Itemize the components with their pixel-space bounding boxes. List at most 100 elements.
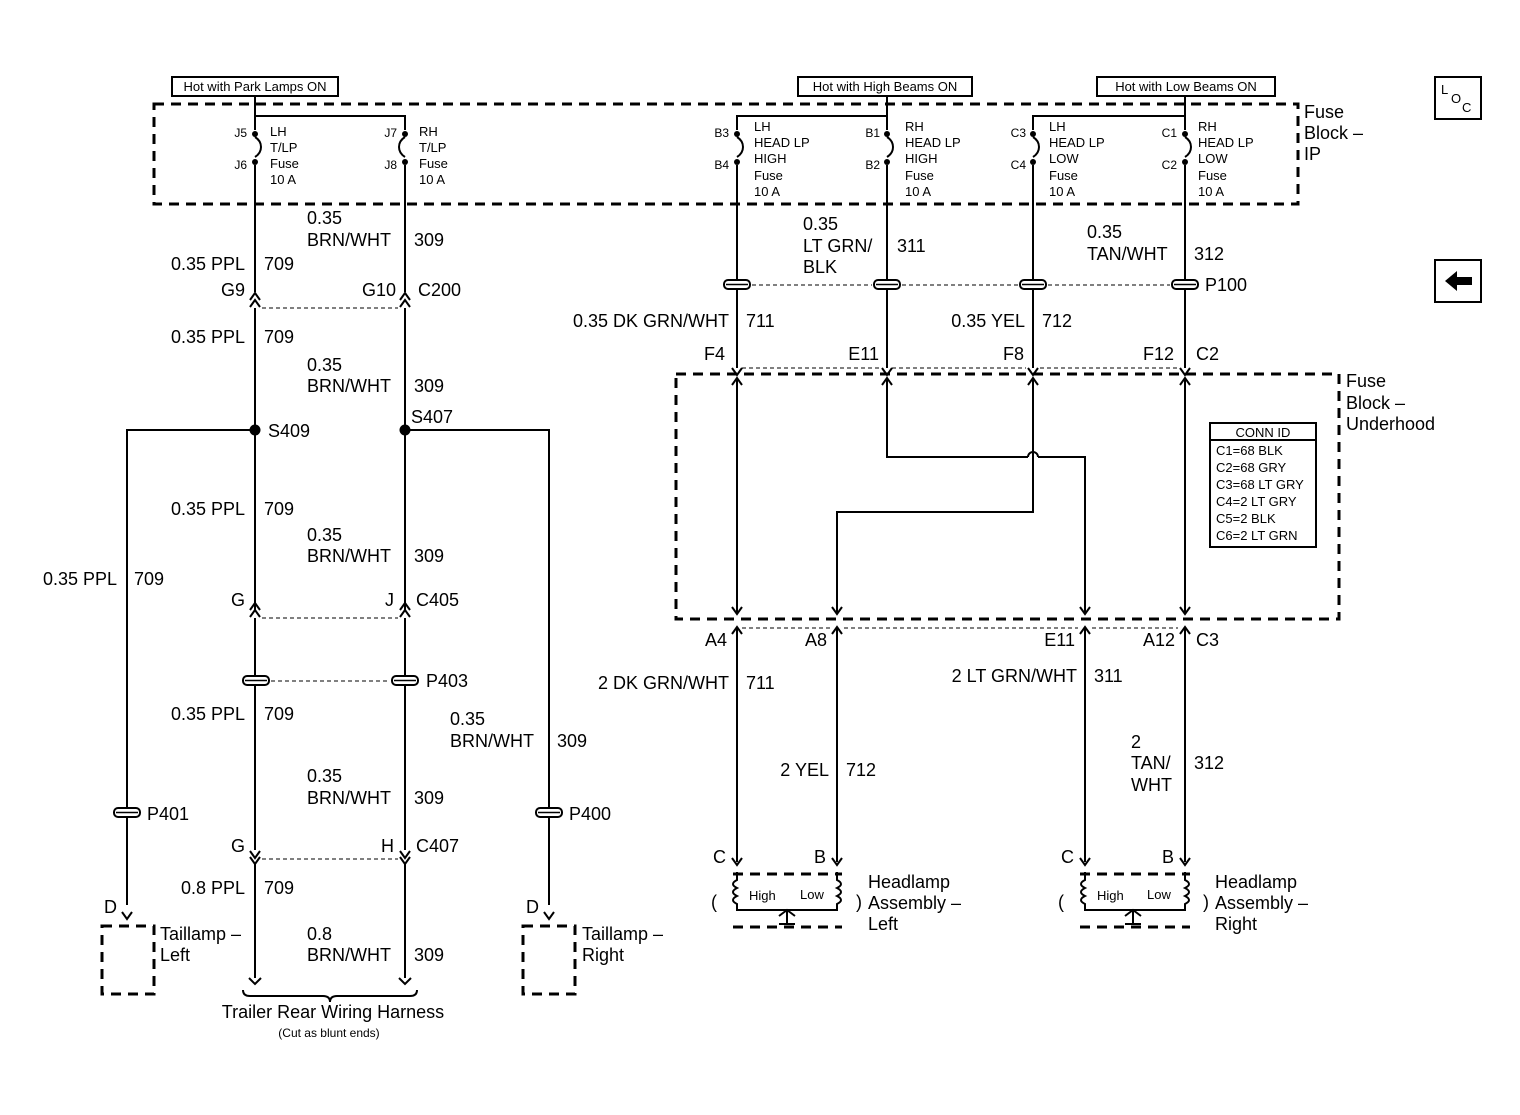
fuse-block-ip-label: Fuse Block – IP [1304,102,1363,164]
svg-text:RH: RH [1198,119,1217,134]
svg-text:309: 309 [414,546,444,566]
svg-text:F8: F8 [1003,344,1024,364]
svg-text:C2: C2 [1162,158,1178,172]
svg-text:(: ( [1058,892,1064,912]
svg-text:0.35 PPL: 0.35 PPL [43,569,117,589]
svg-text:0.35 PPL: 0.35 PPL [171,254,245,274]
svg-text:RH: RH [905,119,924,134]
svg-text:0.35 PPL: 0.35 PPL [171,499,245,519]
svg-text:A12: A12 [1143,630,1175,650]
svg-text:0.35 PPL: 0.35 PPL [171,704,245,724]
svg-text:G: G [231,590,245,610]
svg-text:T/LP: T/LP [419,140,446,155]
svg-text:BRN/WHT: BRN/WHT [307,945,391,965]
connector-c200 [249,291,411,309]
svg-text:Assembly –: Assembly – [868,893,961,913]
hot-low-text: Hot with Low Beams ON [1115,79,1257,94]
right-labels: 0.35 LT GRN/ BLK 311 0.35 TAN/WHT 312 P1… [573,214,1308,934]
svg-text:D: D [526,897,539,917]
svg-text:312: 312 [1194,244,1224,264]
svg-text:B: B [1162,847,1174,867]
svg-text:P100: P100 [1205,275,1247,295]
svg-text:LH: LH [754,119,771,134]
svg-text:Taillamp –: Taillamp – [160,924,241,944]
svg-text:LOW: LOW [1198,151,1228,166]
svg-text:Headlamp: Headlamp [1215,872,1297,892]
connector-c2 [731,367,1191,377]
park-bus [254,96,406,130]
svg-text:311: 311 [897,236,926,256]
svg-text:B3: B3 [714,126,729,140]
blunt-end-709 [248,977,262,986]
svg-text:Fuse: Fuse [1304,102,1344,122]
fuse-block-ip-box [152,102,1300,206]
svg-text:): ) [856,892,862,912]
conn-id-table: CONN ID C1=68 BLK C2=68 GRY C3=68 LT GRY… [1209,422,1317,548]
harness-note: (Cut as blunt ends) [278,1026,379,1040]
svg-text:BLK: BLK [803,257,837,277]
svg-text:0.35: 0.35 [307,208,342,228]
svg-text:0.35: 0.35 [803,214,838,234]
svg-text:2 YEL: 2 YEL [780,760,829,780]
svg-text:J5: J5 [234,126,247,140]
svg-text:709: 709 [264,499,294,519]
svg-text:A4: A4 [705,630,727,650]
svg-text:BRN/WHT: BRN/WHT [450,731,534,751]
svg-text:T/LP: T/LP [270,140,297,155]
taillamp-left-box [100,924,156,996]
svg-text:709: 709 [264,254,294,274]
svg-text:0.8 PPL: 0.8 PPL [181,878,245,898]
passthrough-p100 [723,279,1199,290]
high-bus [736,96,888,130]
svg-text:P401: P401 [147,804,189,824]
harness-brace [242,989,418,1003]
svg-text:309: 309 [414,945,444,965]
svg-text:C1: C1 [1162,126,1178,140]
svg-text:10 A: 10 A [905,184,931,199]
hot-park-label: Hot with Park Lamps ON [171,76,339,97]
fuse-lh-tlp: J5 J6 LH T/LP Fuse 10 A [234,124,299,187]
fuse-lh-low: C3 C4 LH HEAD LP LOW Fuse 10 A [1011,119,1105,199]
svg-text:RH: RH [419,124,438,139]
low-bus [1032,96,1186,130]
svg-text:C4: C4 [1011,158,1027,172]
svg-text:C4=2 LT GRY: C4=2 LT GRY [1216,494,1297,509]
svg-text:Fuse: Fuse [754,168,783,183]
back-button[interactable] [1434,259,1482,303]
left-labels: 0.35 BRN/WHT 309 0.35 PPL 709 G9 G10 C20… [43,208,663,1040]
svg-text:C405: C405 [416,590,459,610]
svg-text:Fuse: Fuse [1346,371,1386,391]
svg-text:C: C [1061,847,1074,867]
wire-709-taillamp-left [126,429,255,905]
svg-text:IP: IP [1304,144,1321,164]
svg-text:0.35: 0.35 [307,525,342,545]
svg-text:C407: C407 [416,836,459,856]
svg-text:0.35 PPL: 0.35 PPL [171,327,245,347]
svg-text:2 DK GRN/WHT: 2 DK GRN/WHT [598,673,729,693]
svg-text:10 A: 10 A [1049,184,1075,199]
svg-text:H: H [381,836,394,856]
svg-text:Fuse: Fuse [419,156,448,171]
svg-text:0.35 DK GRN/WHT: 0.35 DK GRN/WHT [573,311,729,331]
svg-text:Fuse: Fuse [270,156,299,171]
svg-text:BRN/WHT: BRN/WHT [307,230,391,250]
svg-text:309: 309 [414,788,444,808]
headlamp-assembly-right: High Low ( ) [1058,872,1209,929]
svg-text:HEAD LP: HEAD LP [754,135,810,150]
hot-high-text: Hot with High Beams ON [813,79,958,94]
svg-text:HEAD LP: HEAD LP [905,135,961,150]
svg-text:Left: Left [868,914,898,934]
svg-text:C3: C3 [1011,126,1027,140]
svg-text:10 A: 10 A [419,172,445,187]
svg-text:B: B [814,847,826,867]
svg-text:F4: F4 [704,344,725,364]
svg-text:0.8: 0.8 [307,924,332,944]
svg-text:P403: P403 [426,671,468,691]
svg-text:Fuse: Fuse [905,168,934,183]
svg-text:HIGH: HIGH [754,151,787,166]
location-button[interactable]: L O C [1434,76,1482,120]
svg-text:HEAD LP: HEAD LP [1049,135,1105,150]
svg-text:Left: Left [160,945,190,965]
connector-c405 [249,601,411,619]
